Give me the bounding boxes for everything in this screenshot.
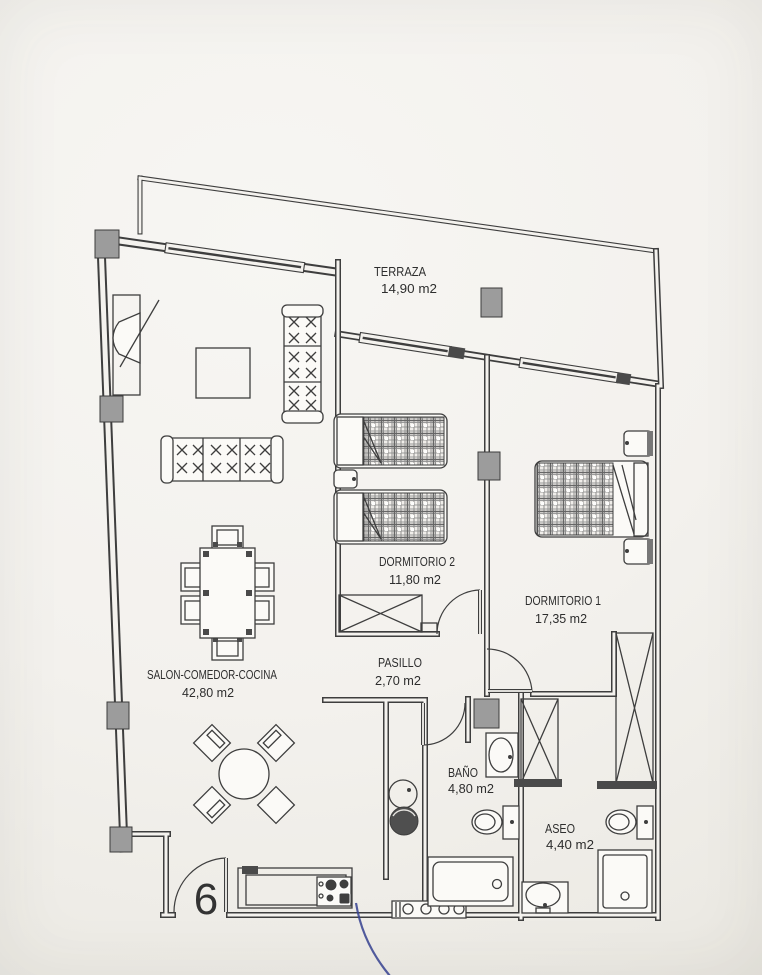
aseo-label: ASEO: [545, 821, 575, 836]
column: [473, 698, 500, 729]
pillow: [336, 416, 364, 466]
kitchen-sink-unit: [388, 779, 419, 836]
salon-window: [164, 242, 306, 274]
sofa-horizontal: [160, 435, 284, 484]
closet-base: [597, 781, 657, 789]
wardrobe-bedroom1: [615, 632, 654, 784]
sofa-vertical: [281, 304, 324, 424]
shower-tray: [597, 849, 653, 914]
bathtub: [427, 856, 514, 907]
dormitorio2-label: DORMITORIO 2: [379, 554, 455, 569]
bathroom-sink: [485, 732, 519, 778]
terraza-label: TERRAZA: [374, 264, 426, 279]
nightstand: [333, 469, 358, 489]
pen-annotation: [354, 902, 391, 975]
unit-number: 6: [194, 875, 218, 924]
dormitorio1-label: DORMITORIO 1: [525, 593, 601, 608]
column: [106, 701, 130, 730]
stove-cooktop: [316, 876, 352, 907]
bano-label: BAÑO: [448, 765, 478, 780]
dining-chair: [211, 635, 244, 661]
exterior-terrace-wall: [140, 178, 656, 251]
column: [477, 451, 501, 481]
twin-bed-1: [333, 413, 448, 469]
toilet: [605, 805, 654, 840]
washbasin: [521, 881, 569, 914]
closet-base: [514, 779, 562, 787]
wardrobe-bedroom2: [338, 594, 438, 633]
coffee-table: [195, 347, 251, 399]
tv-icon: [112, 312, 141, 364]
column: [99, 395, 124, 423]
twin-bed-2: [333, 489, 448, 545]
bathroom-door: [422, 702, 466, 746]
bano-area: 4,80 m2: [448, 781, 494, 796]
dining-chair: [211, 525, 244, 550]
column: [480, 287, 503, 318]
dormitorio2-area: 11,80 m2: [389, 572, 441, 587]
bedroom2-door: [436, 589, 481, 635]
round-table: [218, 748, 270, 800]
column: [94, 229, 120, 259]
structural-columns: [94, 229, 503, 853]
toilet: [471, 805, 520, 840]
pasillo-label: PASILLO: [378, 655, 422, 670]
terraza-area: 14,90 m2: [381, 281, 437, 296]
entrance-door: [173, 857, 227, 913]
hall-closet: [520, 698, 559, 784]
wall-chunk: [615, 372, 632, 386]
dormitorio1-area: 17,35 m2: [535, 611, 587, 626]
aseo-area: 4,40 m2: [546, 837, 594, 852]
bedroom1-door: [486, 648, 533, 693]
pillow: [336, 492, 364, 542]
wall-chunk: [447, 345, 466, 360]
nightstand: [623, 538, 653, 565]
salon-area: 42,80 m2: [182, 685, 234, 700]
dining-table: [199, 547, 256, 639]
pasillo-area: 2,70 m2: [375, 673, 421, 688]
nightstand: [623, 430, 653, 457]
round-table-set: [192, 723, 296, 825]
dining-set: [180, 525, 275, 661]
bedroom-windows: [358, 331, 632, 386]
pillow: [633, 462, 649, 537]
salon-label: SALON-COMEDOR-COCINA: [147, 667, 277, 682]
tv-cabinet: [112, 294, 160, 396]
double-bed: [534, 460, 649, 538]
column: [109, 826, 133, 853]
